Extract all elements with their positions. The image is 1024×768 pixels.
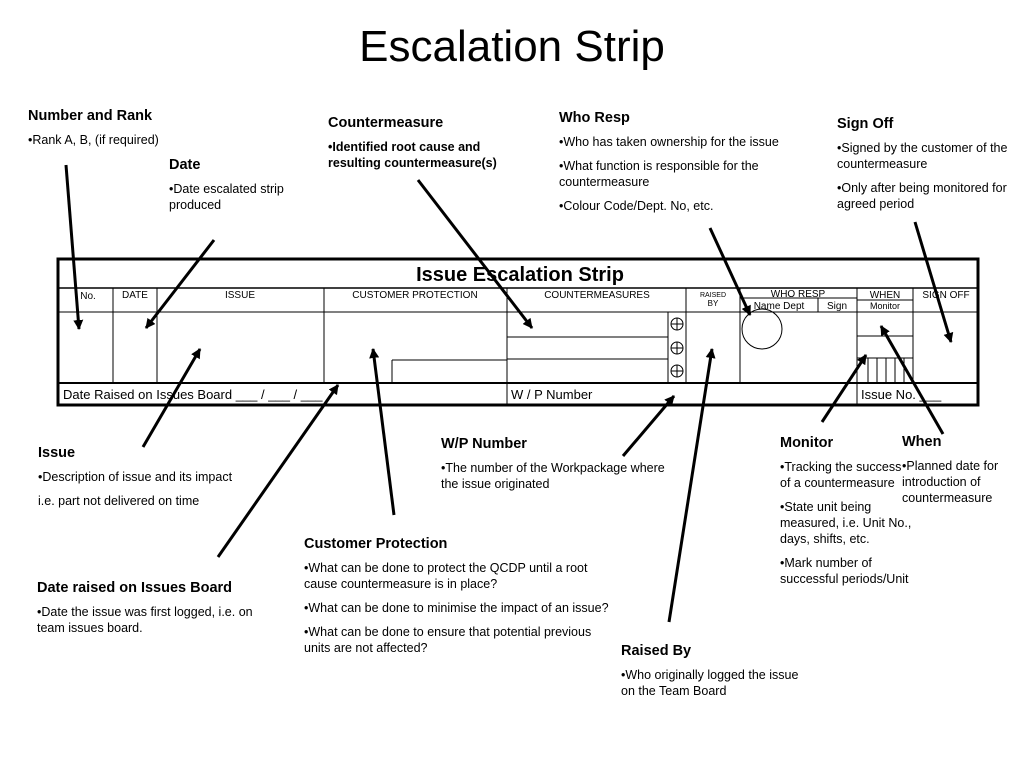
arrow-number-rank <box>64 164 84 330</box>
arrow-wp-number <box>621 395 676 457</box>
arrow-issue <box>141 348 202 448</box>
callout-customer-protection: Customer Protection •What can be done to… <box>304 536 609 664</box>
callout-line: •Date escalated strip produced <box>169 182 284 212</box>
col-who-resp-sign: Sign <box>827 301 847 312</box>
col-customer-protection: CUSTOMER PROTECTION <box>352 290 477 301</box>
col-date: DATE <box>122 290 148 301</box>
callout-line: •Identified root cause and resulting cou… <box>328 140 497 170</box>
countermeasure-status-icon <box>670 317 684 378</box>
callout-wp-number: W/P Number •The number of the Workpackag… <box>441 436 666 500</box>
arrow-raised-by <box>667 348 716 623</box>
callout-heading: Sign Off <box>837 116 894 132</box>
callout-line: i.e. part not delivered on time <box>38 494 200 508</box>
callout-countermeasure: Countermeasure •Identified root cause an… <box>328 115 528 179</box>
callout-heading: Date raised on Issues Board <box>37 580 233 596</box>
callout-issue: Issue •Description of issue and its impa… <box>38 445 278 517</box>
callout-when: When •Planned date for introduction of c… <box>902 434 1020 514</box>
callout-line: •Only after being monitored for agreed p… <box>837 181 1007 211</box>
callout-line: •Planned date for introduction of counte… <box>902 459 999 505</box>
page-title: Escalation Strip <box>359 22 665 71</box>
col-issue: ISSUE <box>225 290 255 301</box>
callout-heading: Raised By <box>621 643 692 659</box>
callout-heading: When <box>902 434 942 450</box>
footer-wp-number: W / P Number <box>511 387 593 402</box>
col-raised-by-line2: BY <box>708 299 719 308</box>
callout-heading: Customer Protection <box>304 536 448 552</box>
col-no: No. <box>80 291 96 302</box>
col-who-resp-name-dept: Name Dept <box>754 301 805 312</box>
col-when-monitor: Monitor <box>870 301 900 311</box>
monitor-grid <box>857 335 913 383</box>
callout-heading: Number and Rank <box>28 108 153 124</box>
callout-line: •Mark number of successful periods/Unit <box>780 556 909 586</box>
callout-line: •Signed by the customer of the counterme… <box>837 141 1008 171</box>
footer-date-raised: Date Raised on Issues Board ___ / ___ / … <box>63 387 323 402</box>
arrow-countermeasure <box>416 179 534 329</box>
callout-line: •What can be done to minimise the impact… <box>304 601 609 615</box>
callout-raised-by: Raised By •Who originally logged the iss… <box>621 643 801 707</box>
callout-heading: Date <box>169 157 201 173</box>
strip-title: Issue Escalation Strip <box>416 264 624 286</box>
callout-line: •Colour Code/Dept. No, etc. <box>559 199 714 213</box>
callout-line: •Description of issue and its impact <box>38 470 233 484</box>
callout-sign-off: Sign Off •Signed by the customer of the … <box>837 116 1017 220</box>
issue-escalation-strip: Issue Escalation Strip No. DATE ISSUE CU… <box>56 257 980 407</box>
arrow-monitor <box>820 354 868 423</box>
col-countermeasures: COUNTERMEASURES <box>544 290 650 301</box>
callout-line: •Rank A, B, (if required) <box>28 133 159 147</box>
callout-number-rank: Number and Rank •Rank A, B, (if required… <box>28 108 208 156</box>
col-sign-off: SIGN OFF <box>922 290 969 301</box>
callout-heading: Monitor <box>780 435 834 451</box>
callout-line: •What can be done to ensure that potenti… <box>304 625 592 655</box>
callout-heading: Issue <box>38 445 76 461</box>
callout-monitor: Monitor •Tracking the success of a count… <box>780 435 915 595</box>
col-when: WHEN <box>870 290 901 301</box>
callout-who-resp: Who Resp •Who has taken ownership for th… <box>559 110 814 222</box>
arrow-when <box>879 325 945 435</box>
arrow-sign-off <box>913 221 954 343</box>
callout-line: •Date the issue was first logged, i.e. o… <box>37 605 253 635</box>
arrow-customer-protection <box>369 348 396 516</box>
who-resp-colour-circle <box>741 308 783 350</box>
callout-line: •State unit being measured, i.e. Unit No… <box>780 500 912 546</box>
arrow-who-resp <box>708 227 752 316</box>
callout-date: Date •Date escalated strip produced <box>169 157 314 221</box>
callout-heading: Countermeasure <box>328 115 444 131</box>
callout-line: •Who has taken ownership for the issue <box>559 135 779 149</box>
col-raised-by-line1: RAISED <box>700 292 726 299</box>
footer-issue-no: Issue No. ___ <box>861 387 942 402</box>
arrow-date <box>144 239 216 329</box>
callout-heading: Who Resp <box>559 110 630 126</box>
col-who-resp: WHO RESP <box>771 289 826 300</box>
callout-heading: W/P Number <box>441 436 527 452</box>
callout-line: •What can be done to protect the QCDP un… <box>304 561 588 591</box>
callout-line: •Who originally logged the issue on the … <box>621 668 799 698</box>
callout-line: •Tracking the success of a countermeasur… <box>780 460 902 490</box>
callout-line: •What function is responsible for the co… <box>559 159 759 189</box>
arrow-date-raised <box>216 384 340 558</box>
callout-date-raised: Date raised on Issues Board •Date the is… <box>37 580 277 644</box>
callout-arrows <box>64 164 954 623</box>
callout-line: •The number of the Workpackage where the… <box>441 461 665 491</box>
